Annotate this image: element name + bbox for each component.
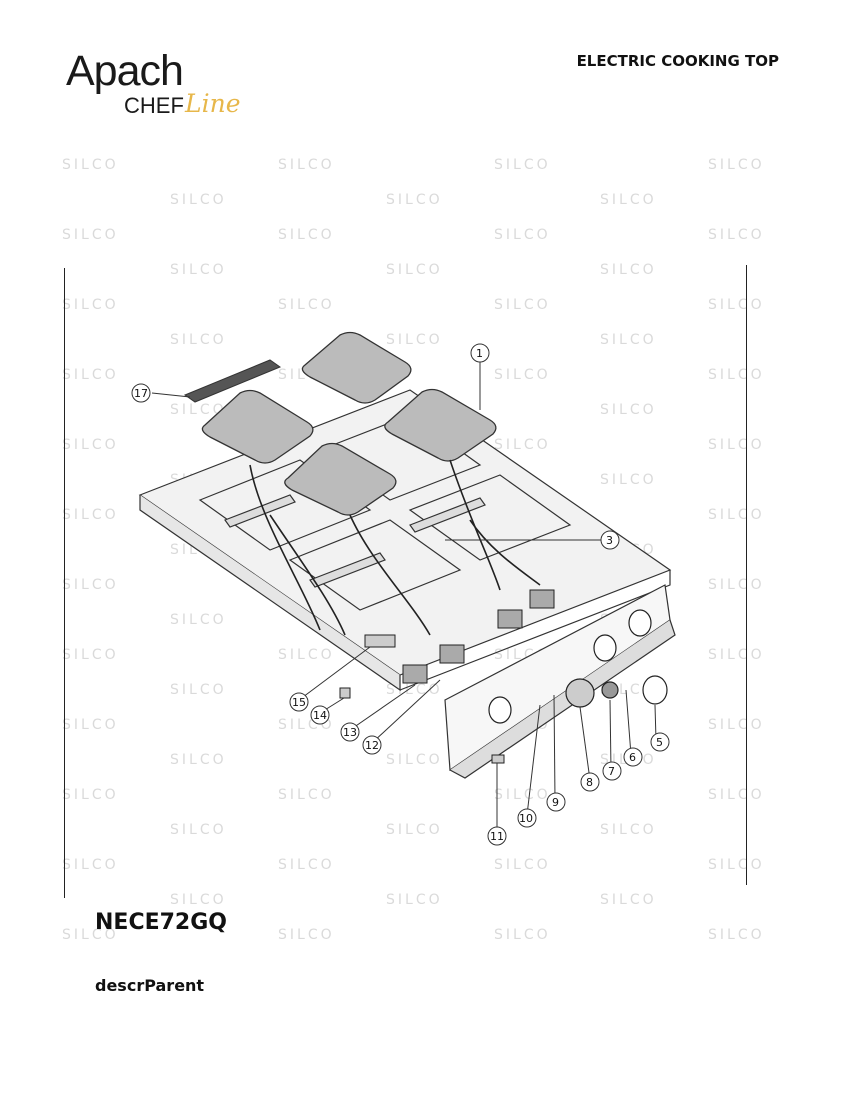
callout-15-label: 15 <box>292 696 306 709</box>
watermark-text: SILCO <box>708 927 765 943</box>
watermark-text: SILCO <box>708 157 765 173</box>
callout-10-label: 10 <box>519 812 533 825</box>
watermark-text: SILCO <box>278 927 335 943</box>
watermark-text: SILCO <box>170 192 227 208</box>
exploded-parts-diagram: 1 3 5 6 7 8 9 10 11 12 13 14 15 17 <box>131 331 676 846</box>
watermark-text: SILCO <box>600 892 657 908</box>
watermark-text: SILCO <box>170 892 227 908</box>
callout-14-label: 14 <box>313 709 327 722</box>
model-number: NECE72GQ <box>95 910 227 935</box>
watermark-text: SILCO <box>62 227 119 243</box>
watermark-text: SILCO <box>386 892 443 908</box>
watermark-text: SILCO <box>494 157 551 173</box>
watermark-text: SILCO <box>494 927 551 943</box>
watermark-text: SILCO <box>278 157 335 173</box>
model-description: descrParent <box>95 976 205 995</box>
callout-1-label: 1 <box>476 347 483 360</box>
watermark-text: SILCO <box>600 262 657 278</box>
callout-9-label: 9 <box>552 796 559 809</box>
watermark-text: SILCO <box>386 262 443 278</box>
callout-5-label: 5 <box>656 736 663 749</box>
callout-6-label: 6 <box>629 751 636 764</box>
frame-left-border <box>64 268 65 898</box>
watermark-text: SILCO <box>62 157 119 173</box>
callout-17-label: 17 <box>134 387 148 400</box>
callout-3-label: 3 <box>606 534 613 547</box>
brand-logo: Apach CHEF Line <box>66 46 246 118</box>
watermark-text: SILCO <box>170 262 227 278</box>
watermark-text: SILCO <box>600 192 657 208</box>
callout-8-label: 8 <box>586 776 593 789</box>
brand-sub-text: CHEF <box>124 93 184 118</box>
callout-11-label: 11 <box>490 830 504 843</box>
brand-main-text: Apach <box>66 47 184 95</box>
callout-7-label: 7 <box>608 765 615 778</box>
watermark-text: SILCO <box>708 227 765 243</box>
watermark-text: SILCO <box>386 192 443 208</box>
callout-12-label: 12 <box>365 739 379 752</box>
document-title: ELECTRIC COOKING TOP <box>576 52 779 70</box>
callout-13-label: 13 <box>343 726 357 739</box>
frame-right-border <box>746 265 747 885</box>
watermark-text: SILCO <box>278 227 335 243</box>
brand-line-text: Line <box>185 89 241 118</box>
watermark-text: SILCO <box>494 227 551 243</box>
